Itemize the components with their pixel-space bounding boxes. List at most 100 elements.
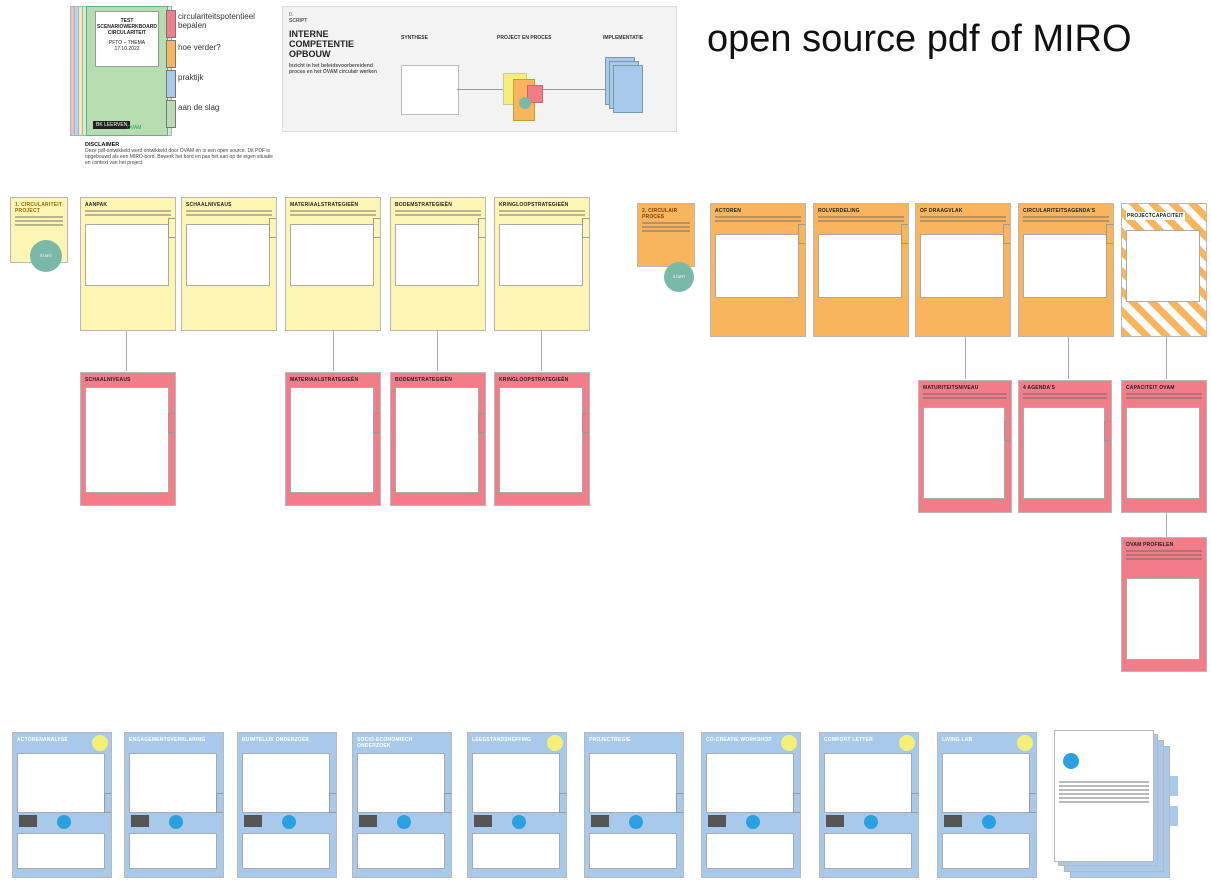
script-panel[interactable]: 0. SCRIPT INTERNE COMPETENTIE OPBOUW Inz… <box>282 6 677 132</box>
card-whiteboard <box>499 387 583 493</box>
card-whiteboard <box>290 224 374 286</box>
card-tab[interactable] <box>901 224 908 244</box>
card-aanpak[interactable]: AANPAK <box>80 197 176 331</box>
card-tab[interactable] <box>1003 224 1010 244</box>
card-photo <box>19 815 37 827</box>
card-tab[interactable] <box>676 793 683 813</box>
card-kringloopstrategieen-detail[interactable]: KRINGLOOPSTRATEGIEËN <box>494 372 590 506</box>
cover-tab-label: praktijk <box>178 73 204 82</box>
card-rolverdeling[interactable]: ROLVERDELING <box>813 203 909 337</box>
card-living-lab[interactable]: LIVING LAB <box>937 732 1037 878</box>
cover-tab-3[interactable] <box>166 70 176 98</box>
card-whiteboard <box>589 753 677 813</box>
card-whiteboard <box>499 224 583 286</box>
card-tab[interactable] <box>1029 793 1036 813</box>
card-tab[interactable] <box>329 793 336 813</box>
connector <box>126 331 127 371</box>
card-engagementsverklaring[interactable]: ENGAGEMENTSVERKLARING <box>124 732 224 878</box>
card-whiteboard <box>290 387 374 493</box>
card-leegstandsheffing[interactable]: LEEGSTANDSHEFFING <box>467 732 567 878</box>
card-title: LEEGSTANDSHEFFING <box>472 737 532 743</box>
card-dot <box>746 815 760 829</box>
card-title: OVAM PROFIELEN <box>1126 542 1174 548</box>
card-tab[interactable] <box>582 413 589 433</box>
index-tab[interactable] <box>1170 806 1178 826</box>
card-whiteboard <box>923 407 1005 499</box>
connector <box>1068 337 1069 379</box>
card-schaalniveaus-detail[interactable]: SCHAALNIVEAUS <box>80 372 176 506</box>
card-draagvlak[interactable]: OF DRAAGVLAK <box>915 203 1011 337</box>
index-tab[interactable] <box>1170 776 1178 796</box>
card-materiaalstrategieen-detail[interactable]: MATERIAALSTRATEGIEËN <box>285 372 381 506</box>
card-co-creatie-workshop[interactable]: CO-CREATIE WORKSHOP <box>701 732 801 878</box>
card-whiteboard <box>818 234 902 298</box>
card-title: OF DRAAGVLAK <box>920 208 963 214</box>
card-ovam-profielen[interactable]: OVAM PROFIELEN <box>1121 537 1207 672</box>
card-tab[interactable] <box>168 218 175 238</box>
card-actoren[interactable]: ACTOREN <box>710 203 806 337</box>
card-tab[interactable] <box>1004 421 1011 441</box>
card-projectregie[interactable]: PROJECTREGIE <box>584 732 684 878</box>
card-photo <box>359 815 377 827</box>
card-tab[interactable] <box>478 413 485 433</box>
cover-title-line: CIRCULARITEIT <box>107 30 147 36</box>
card-whiteboard <box>395 387 479 493</box>
card-dot <box>282 815 296 829</box>
start-circle-1[interactable]: START <box>30 240 62 272</box>
cover-tab-label: hoe verder? <box>178 43 221 52</box>
card-ruimtelijk-onderzoek[interactable]: RUIMTELIJK ONDERZOEK <box>237 732 337 878</box>
cover-tab-2[interactable] <box>166 40 176 68</box>
card-kringloopstrategieen[interactable]: KRINGLOOPSTRATEGIEËN <box>494 197 590 331</box>
card-bodemstrategieen[interactable]: BODEMSTRATEGIEËN <box>390 197 486 331</box>
card-tab[interactable] <box>478 218 485 238</box>
card-photo <box>708 815 726 827</box>
script-step: 0. <box>289 12 294 18</box>
section-2-note[interactable]: 2. CIRCULAIR PROCES <box>637 203 695 267</box>
card-tab[interactable] <box>559 793 566 813</box>
start-circle-2[interactable]: START <box>664 262 694 292</box>
card-tab[interactable] <box>798 224 805 244</box>
sticker-badge <box>1017 735 1033 751</box>
connector <box>541 331 542 371</box>
card-bodemstrategieen-detail[interactable]: BODEMSTRATEGIEËN <box>390 372 486 506</box>
card-tab[interactable] <box>168 413 175 433</box>
card-dot <box>512 815 526 829</box>
card-capaciteit-ovam[interactable]: CAPACITEIT OVAM <box>1121 380 1207 513</box>
card-tab[interactable] <box>104 793 111 813</box>
card-circulariteitsagendas[interactable]: CIRCULARITEITSAGENDA'S <box>1018 203 1114 337</box>
card-tab[interactable] <box>911 793 918 813</box>
card-tab[interactable] <box>373 218 380 238</box>
card-tab[interactable] <box>1104 421 1111 441</box>
card-whiteboard <box>85 387 169 493</box>
card-actorenanalyse[interactable]: ACTORENANALYSE <box>12 732 112 878</box>
card-comfort-letter[interactable]: COMFORT LETTER <box>819 732 919 878</box>
card-schaalniveaus[interactable]: SCHAALNIVEAUS <box>181 197 277 331</box>
card-photo <box>591 815 609 827</box>
card-projectcapaciteit[interactable]: PROJECTCAPACITEIT <box>1121 203 1207 337</box>
card-tab[interactable] <box>373 413 380 433</box>
card-whiteboard <box>17 753 105 813</box>
disclaimer-text: Deze pdf-ontwikkeld werd ontwikkeld door… <box>85 148 273 166</box>
cover-front: TEST SCENARIOWERKBOARD CIRCULARITEIT PFT… <box>86 6 168 136</box>
cover-tab-4[interactable] <box>166 100 176 128</box>
card-title: SOCIO-ECONOMISCH ONDERZOEK <box>357 737 413 749</box>
card-tab[interactable] <box>582 218 589 238</box>
card-socio-economisch-onderzoek[interactable]: SOCIO-ECONOMISCH ONDERZOEK <box>352 732 452 878</box>
start-circle-mini <box>519 97 531 109</box>
cover-tab-1[interactable] <box>166 10 176 38</box>
card-dot <box>57 815 71 829</box>
card-tab[interactable] <box>269 218 276 238</box>
sticker-badge <box>547 735 563 751</box>
card-tab[interactable] <box>216 793 223 813</box>
card-tab[interactable] <box>793 793 800 813</box>
cover-date: 17.10.2022 <box>114 46 140 52</box>
card-title: MATERIAALSTRATEGIEËN <box>290 377 359 383</box>
card-tab[interactable] <box>444 793 451 813</box>
card-materiaalstrategieen[interactable]: MATERIAALSTRATEGIEËN <box>285 197 381 331</box>
index-card[interactable] <box>1054 730 1154 862</box>
card-textbox <box>942 833 1030 869</box>
card-4-agendas[interactable]: 4 AGENDA'S <box>1018 380 1112 513</box>
card-tab[interactable] <box>1106 224 1113 244</box>
card-maturiteitsniveau[interactable]: MATURITEITSNIVEAU <box>918 380 1012 513</box>
card-dot <box>169 815 183 829</box>
